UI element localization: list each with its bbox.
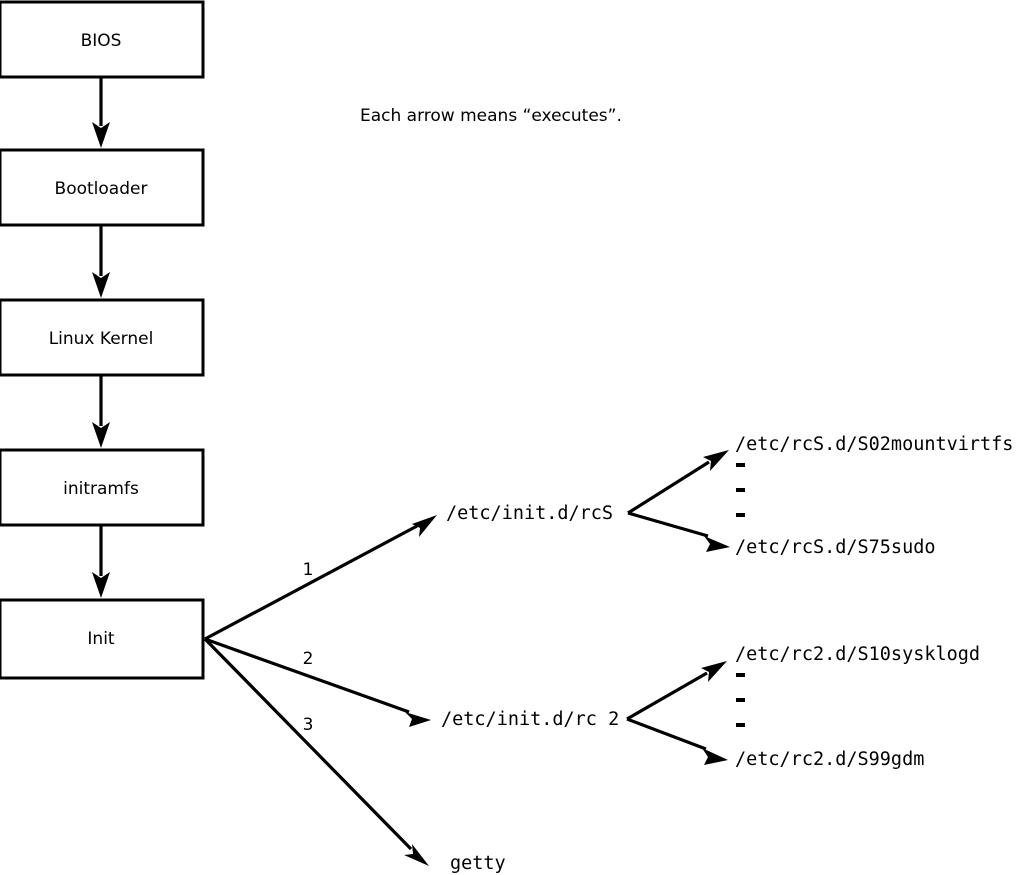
edge-label-1: 1 [303,560,314,580]
node-linux-kernel-rect [0,298,205,377]
script-label-rcs-last[interactable]: /etc/rcS.d/S75sudo [735,537,935,558]
edge-initramfs-to-init [92,525,110,598]
script-label-rc2-last[interactable]: /etc/rc2.d/S99gdm [735,749,924,770]
node-linux-kernel[interactable]: Linux Kernel [0,298,205,377]
script-label-rc2-first[interactable]: /etc/rc2.d/S10sysklogd [735,644,980,665]
script-label-rcs-first[interactable]: /etc/rcS.d/S02mountvirtfs [735,434,1013,455]
node-initramfs-rect [0,448,205,527]
edge-label-2: 2 [303,649,314,669]
target-label-rc2[interactable]: /etc/init.d/rc 2 [441,709,619,730]
edge-rcs-to-last-script [627,511,730,552]
ellipsis-dash-rcs-1 [736,463,745,467]
edge-kernel-to-initramfs [92,375,110,448]
node-bios[interactable]: BIOS [0,0,205,79]
node-initramfs[interactable]: initramfs [0,448,205,527]
edge-rc2-to-last-script [626,717,728,765]
edge-label-3: 3 [303,715,314,735]
ellipsis-dash-rcs-2 [736,488,745,492]
node-initramfs-label: initramfs [63,479,139,499]
node-init-label: Init [87,629,115,649]
node-bootloader[interactable]: Bootloader [0,148,205,227]
ellipsis-dash-rc2-1 [736,673,745,677]
edge-rcs-to-first-script [627,450,729,515]
node-bootloader-rect [0,148,205,227]
edge-bootloader-to-kernel [92,225,110,298]
edge-init-to-getty [203,637,429,866]
ellipsis-dash-rc2-3 [736,723,745,727]
diagram-note: Each arrow means “executes”. [360,106,622,126]
edge-rc2-to-first-script [626,661,727,721]
node-bootloader-label: Bootloader [55,179,148,199]
edge-init-to-rc2 [204,637,431,727]
node-init-rect [0,598,205,680]
node-init[interactable]: Init [0,598,205,680]
node-bios-rect [0,0,205,79]
target-label-rcs[interactable]: /etc/init.d/rcS [446,503,613,524]
edge-bios-to-bootloader [92,77,110,148]
node-bios-label: BIOS [81,31,122,51]
node-linux-kernel-label: Linux Kernel [49,329,154,349]
target-label-getty[interactable]: getty [450,853,506,874]
ellipsis-dash-rcs-3 [736,513,745,517]
edge-init-to-rcs [204,515,437,641]
ellipsis-dash-rc2-2 [736,698,745,702]
